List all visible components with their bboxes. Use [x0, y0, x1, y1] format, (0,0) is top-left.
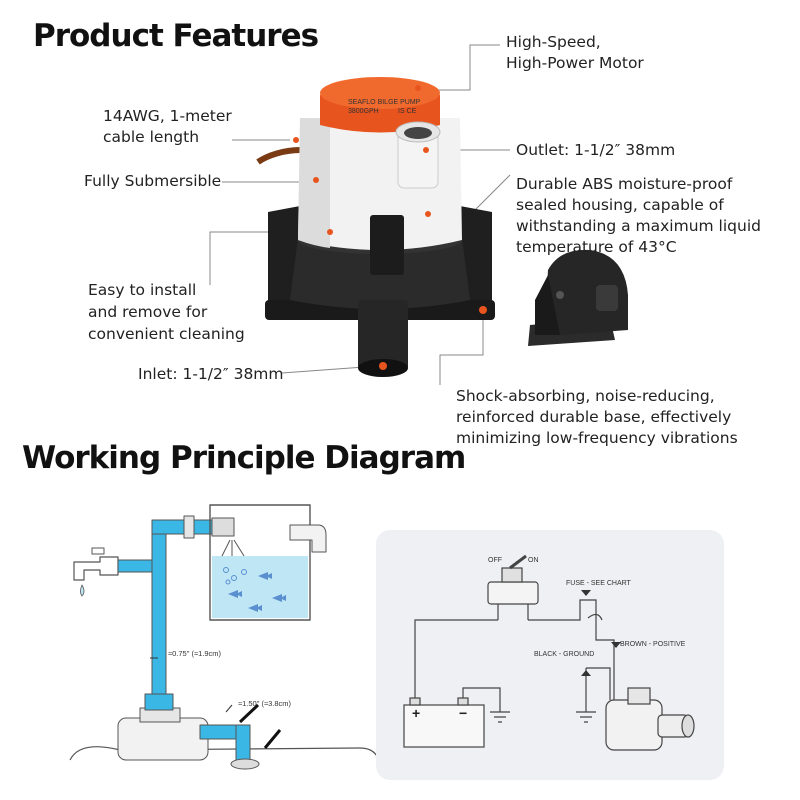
- hose-large-label: ≈1.50" (≈3.8cm): [238, 699, 291, 708]
- fuse-label: FUSE - SEE CHART: [566, 580, 632, 587]
- motor-callout: High-Speed, High-Power Motor: [506, 33, 644, 72]
- pump-marks-text: IS CE: [398, 108, 417, 115]
- switch-off-label: OFF: [488, 557, 502, 564]
- submersible-callout: Fully Submersible: [84, 172, 222, 190]
- bilge-pump-image: [256, 77, 495, 377]
- plumbing-diagram: [69, 504, 381, 771]
- battery-plus: +: [412, 705, 420, 721]
- inlet-callout: Inlet: 1-1/2″ 38mm: [138, 365, 284, 383]
- housing-callout: Durable ABS moisture-proof sealed housin…: [516, 175, 761, 256]
- brown-positive-label: BROWN - POSITIVE: [620, 641, 686, 648]
- leader-base: [439, 310, 484, 385]
- pump-model-text: 3800GPH: [348, 108, 379, 115]
- black-ground-label: BLACK - GROUND: [534, 651, 594, 658]
- fish-icons: [228, 572, 286, 612]
- pump-brand-text: SEAFLO BILGE PUMP: [348, 99, 421, 106]
- product-features-heading: Product Features: [33, 18, 319, 54]
- hose-small-label: ≈0.75" (≈1.9cm): [168, 649, 221, 658]
- battery-minus: −: [459, 705, 467, 721]
- working-principle-heading: Working Principle Diagram: [22, 440, 466, 476]
- install-callout: Easy to install and remove for convenien…: [88, 281, 245, 343]
- base-closeup-image: [528, 249, 628, 346]
- leader-motor: [418, 44, 500, 91]
- switch-on-label: ON: [528, 557, 539, 564]
- base-callout: Shock-absorbing, noise-reducing, reinfor…: [456, 387, 738, 447]
- outlet-callout: Outlet: 1-1/2″ 38mm: [516, 141, 676, 159]
- cable-callout: 14AWG, 1-meter cable length: [103, 107, 232, 146]
